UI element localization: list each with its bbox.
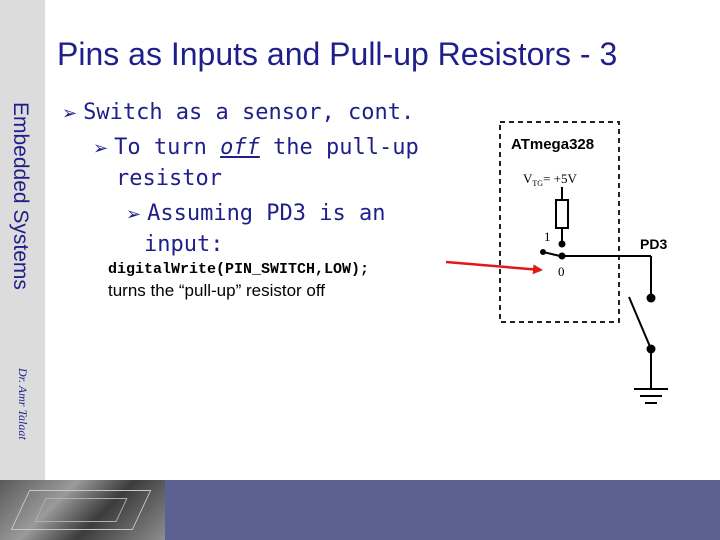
- bullet-text: Switch as a sensor, cont.: [83, 100, 415, 125]
- contact-1: [558, 240, 566, 248]
- bullet-text-line2: resistor: [116, 166, 222, 191]
- code-description: turns the “pull-up” resistor off: [108, 281, 325, 300]
- one-label: 1: [544, 229, 551, 244]
- arrow-bullet-icon: ➢: [126, 204, 142, 225]
- zero-label: 0: [558, 264, 565, 279]
- left-sidebar: [0, 0, 45, 540]
- vcc-v: V: [523, 171, 533, 186]
- bullet-assuming-pd3: ➢Assuming PD3 is an input:: [126, 199, 386, 260]
- author-name: Dr. Amr Talaat: [16, 368, 30, 440]
- bullet-turn-off: ➢To turn off the pull-up resistor: [93, 133, 419, 194]
- slide-title: Pins as Inputs and Pull-up Resistors - 3: [57, 36, 618, 72]
- chip-outline: [499, 121, 620, 323]
- switch-top-contact: [646, 293, 656, 303]
- chip-grid-inner: [34, 498, 128, 522]
- bullet-text-line2: input:: [144, 232, 224, 257]
- side-title: Embedded Systems: [9, 102, 32, 290]
- arrow-bullet-icon: ➢: [62, 103, 78, 124]
- chip-label: ATmega328: [511, 136, 594, 153]
- vcc-sub: TG: [532, 179, 543, 188]
- pullup-resistor: [555, 199, 569, 229]
- bullet-text-emphasis: off: [220, 135, 260, 160]
- chip-photo: [0, 480, 165, 540]
- arrow-bullet-icon: ➢: [93, 138, 109, 159]
- red-pointer-arrow: [445, 260, 543, 275]
- pd3-label: PD3: [640, 236, 667, 252]
- code-line: digitalWrite(PIN_SWITCH,LOW);: [108, 261, 370, 278]
- bullet-switch-sensor: ➢Switch as a sensor, cont.: [62, 100, 414, 125]
- external-switch-lever: [628, 296, 652, 350]
- vcc-value: = +5V: [543, 171, 577, 186]
- bullet-text-line1: Assuming PD3 is an: [147, 201, 386, 226]
- bullet-text-post: the pull-up: [259, 135, 419, 160]
- switch-pivot: [540, 249, 546, 255]
- vcc-label: VTG= +5V: [523, 171, 577, 188]
- bullet-text-pre: To turn: [114, 135, 221, 160]
